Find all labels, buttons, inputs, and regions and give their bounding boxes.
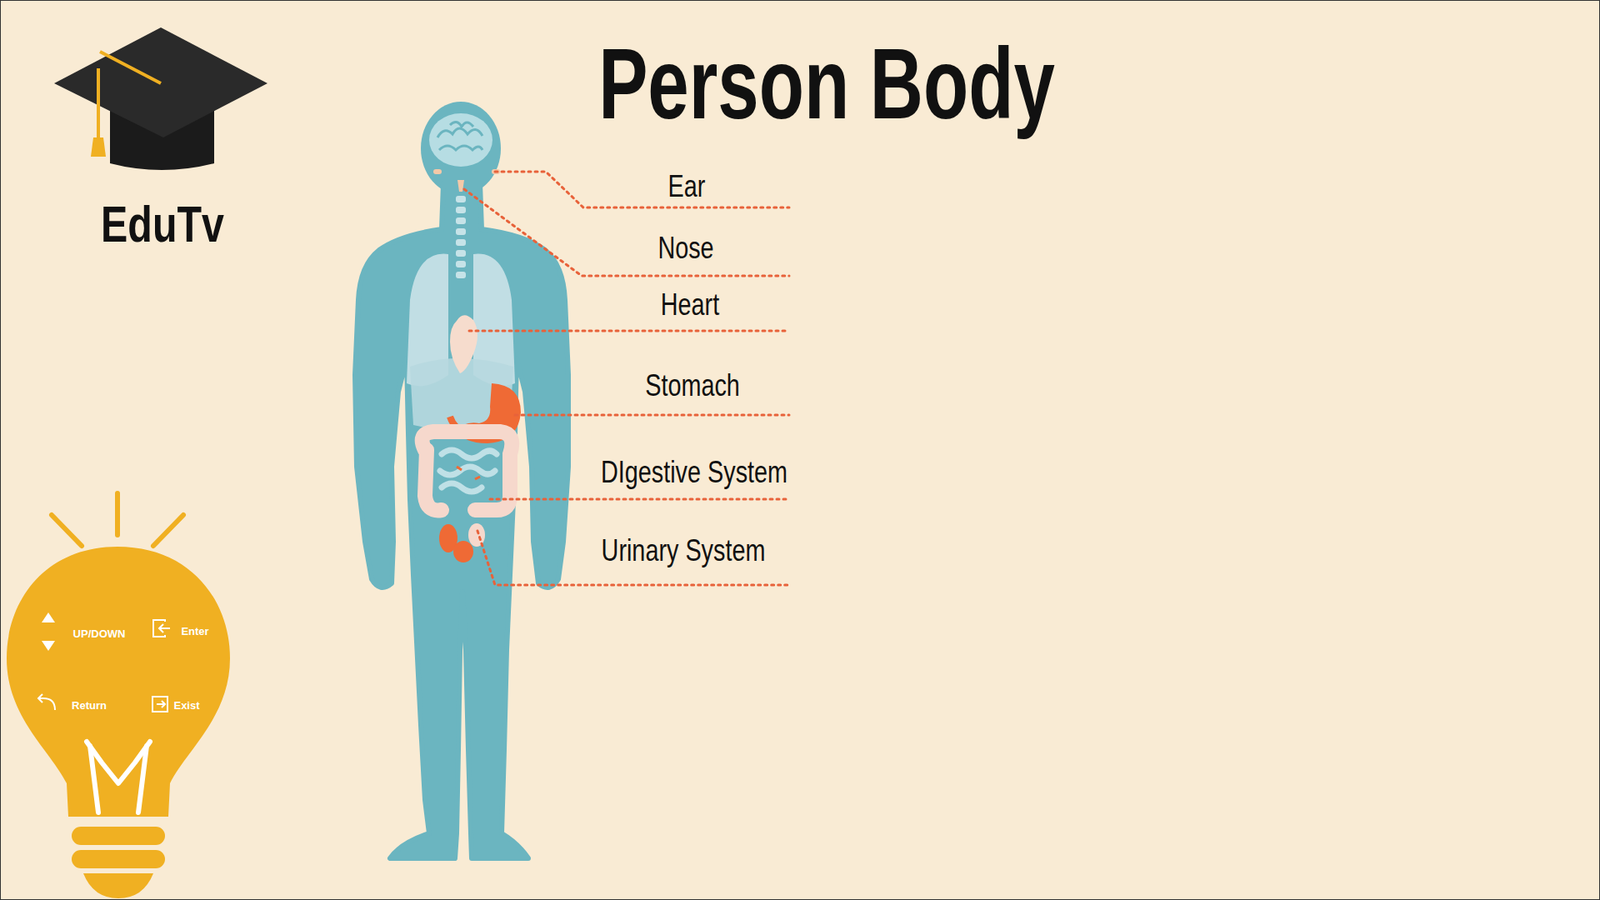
part-label: Ear bbox=[668, 171, 706, 202]
key-hint: Exist bbox=[173, 700, 200, 711]
leader-lines bbox=[464, 171, 790, 585]
part-label: Heart bbox=[660, 290, 720, 320]
human-body bbox=[355, 101, 569, 859]
graduation-cap bbox=[54, 27, 268, 170]
part-label: Urinary System bbox=[601, 535, 766, 566]
key-hint: UP/DOWN bbox=[73, 628, 126, 640]
key-hint: Enter bbox=[180, 625, 209, 637]
part-label: DIgestive System bbox=[600, 457, 788, 488]
page-title: Person Body bbox=[598, 33, 1055, 134]
part-label: Stomach bbox=[645, 370, 740, 401]
logo-text: EduTv bbox=[100, 198, 225, 250]
key-hint: Return bbox=[71, 700, 107, 711]
light-bulb bbox=[6, 493, 230, 899]
part-label: Nose bbox=[657, 233, 714, 264]
